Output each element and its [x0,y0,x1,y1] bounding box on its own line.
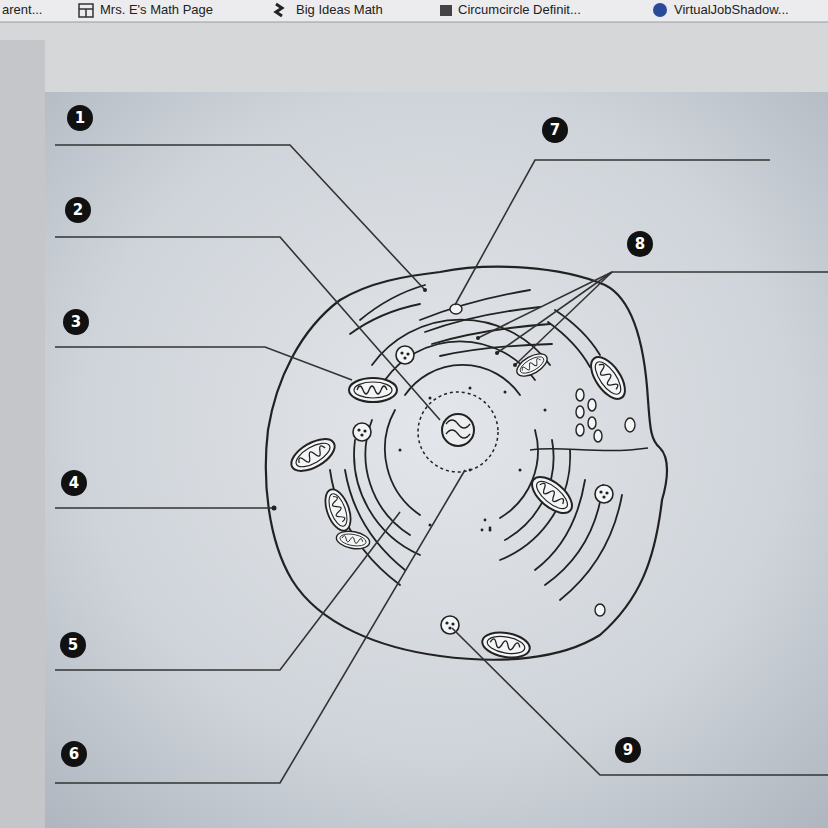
bookmark-label: arent... [2,2,42,18]
callout-number: 4 [69,476,79,491]
bookmark-label: Mrs. E's Math Page [100,2,213,18]
callout-circle: 7 [542,117,568,143]
callout-number: 2 [73,203,83,218]
callout-circle: 2 [65,197,91,223]
callout-circle: 3 [63,309,89,335]
bookmark-label: Big Ideas Math [296,2,383,18]
callout-number: 3 [71,315,81,330]
callout-circle: 6 [61,741,87,767]
callout-circle: 5 [60,632,86,658]
callout-number: 1 [75,111,85,126]
callout-circle: 8 [627,231,653,257]
callout-number: 9 [623,743,633,758]
callout-number: 5 [68,638,78,653]
callout-number: 6 [69,747,79,762]
callout-number: 8 [635,237,645,252]
bookmark-label: VirtualJobShadow... [674,2,789,18]
callout-number: 7 [550,123,560,138]
callout-circle: 9 [615,737,641,763]
callout-circle: 4 [61,470,87,496]
callout-circle: 1 [67,105,93,131]
bookmark-label: Circumcircle Definit... [458,2,581,18]
